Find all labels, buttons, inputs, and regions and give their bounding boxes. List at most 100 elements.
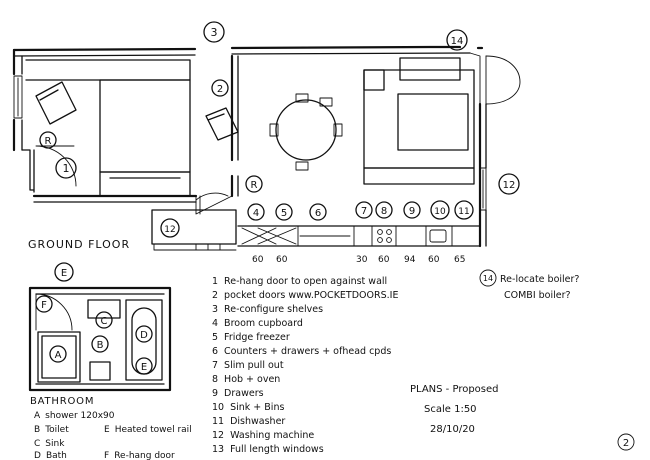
key-text-b: Toilet — [44, 425, 69, 435]
key-letter-b: B — [34, 425, 40, 435]
note-text-11: Dishwasher — [230, 416, 285, 427]
note-text-12: Washing machine — [230, 430, 314, 441]
toilet — [89, 361, 111, 381]
note-num-11: 11 — [212, 416, 224, 427]
notes-list: 1 Re-hang door to open against wall 2 pock… — [212, 276, 398, 455]
note-num-10: 10 — [212, 402, 224, 413]
note-text-13: Full length windows — [230, 444, 324, 455]
bathroom-title: BATHROOM — [30, 396, 94, 407]
sofa-bottom — [99, 171, 191, 197]
title-block: PLANS - Proposed Scale 1:50 28/10/20 — [410, 384, 499, 435]
boiler-note-line-2: COMBI boiler? — [504, 290, 571, 301]
key-letter-c: C — [34, 439, 40, 449]
bathroom-door — [35, 293, 73, 331]
armchair-right — [205, 107, 239, 141]
scale-label: Scale 1:50 — [424, 404, 477, 415]
callout-14: 14 — [451, 36, 464, 47]
callout-a: A — [55, 350, 62, 361]
bathroom-plan — [28, 286, 172, 392]
key-letter-e: E — [104, 425, 110, 435]
svg-text:FRe-hang door: FRe-hang door — [104, 451, 175, 460]
key-letter-f: F — [104, 451, 109, 460]
plans-label: PLANS - Proposed — [410, 384, 499, 395]
callout-d: D — [140, 330, 148, 341]
svg-text:1Re-hang door to open against: 1 Re-hang door to open against wall — [212, 276, 387, 287]
callout-f: F — [41, 300, 47, 311]
callout-1: 1 — [63, 162, 70, 175]
key-text-a: shower 120x90 — [45, 411, 115, 421]
callout-10: 10 — [434, 207, 446, 217]
bathroom-walls — [28, 286, 172, 392]
full-length-window — [479, 167, 487, 211]
callout-9: 9 — [409, 206, 415, 217]
boiler-note: 14 Re-locate boiler? COMBI boiler? — [479, 269, 579, 301]
note-num-8: 8 — [212, 374, 218, 385]
note-text-5: Fridge freezer — [224, 332, 290, 343]
key-letter-d: D — [34, 451, 41, 460]
callout-12-right: 12 — [503, 180, 516, 191]
bathroom-sink — [87, 299, 121, 319]
callout-2: 2 — [217, 84, 223, 95]
note-text-4: Broom cupboard — [224, 318, 303, 329]
shower — [37, 331, 81, 383]
note-text-8: Hob + oven — [224, 374, 280, 385]
ground-floor-title: GROUND FLOOR — [28, 238, 130, 251]
note-text-1: Re-hang door to open against wall — [224, 276, 387, 287]
note-num-6: 6 — [212, 346, 218, 357]
note-num-3: 3 — [212, 304, 218, 315]
dimension-1: 60 — [252, 255, 264, 265]
boiler-note-number: 14 — [483, 274, 493, 283]
dimension-2: 60 — [276, 255, 288, 265]
dining-table — [275, 99, 337, 161]
note-num-9: 9 — [212, 388, 218, 399]
callout-r-1: R — [45, 136, 52, 147]
dimension-3: 30 — [356, 255, 368, 265]
callout-circle-3 — [203, 21, 225, 43]
living-rug — [99, 79, 191, 173]
note-num-13: 13 — [212, 444, 224, 455]
utility-room — [151, 209, 237, 245]
callout-r-2: R — [251, 180, 258, 191]
note-text-2: pocket doors www.POCKETDOORS.IE — [224, 290, 398, 301]
note-text-9: Drawers — [224, 388, 264, 399]
callout-8: 8 — [381, 206, 387, 217]
dimension-4: 60 — [378, 255, 390, 265]
note-text-10: Sink + Bins — [230, 402, 284, 413]
boiler-note-line-1: Re-locate boiler? — [500, 274, 579, 285]
note-num-4: 4 — [212, 318, 218, 329]
pocket-door — [195, 195, 233, 215]
callout-6: 6 — [315, 208, 321, 219]
ground-floor-plan — [12, 45, 521, 251]
page-number: 2 — [623, 438, 629, 449]
key-text-d: Bath — [46, 451, 67, 460]
callout-5: 5 — [281, 208, 287, 219]
note-text-3: Re-configure shelves — [224, 304, 323, 315]
note-text-6: Counters + drawers + ofhead cpds — [224, 346, 391, 357]
dimension-6: 60 — [428, 255, 440, 265]
french-doors — [485, 55, 521, 105]
top-wall — [12, 45, 484, 52]
note-num-1: 1 — [212, 276, 218, 287]
callout-c: C — [101, 316, 108, 327]
note-num-2: 2 — [212, 290, 218, 301]
dimension-labels: 60 60 30 60 94 60 65 — [252, 255, 465, 265]
family-area-rug — [363, 69, 475, 169]
left-window — [13, 75, 23, 119]
kitchen-sink — [429, 229, 447, 243]
callout-markers: 3 14 2 1 R R 12 12 4 5 6 7 8 9 10 11 E — [35, 21, 520, 375]
svg-text:3Re-configure shelves: 3 Re-configure shelves — [212, 304, 323, 315]
